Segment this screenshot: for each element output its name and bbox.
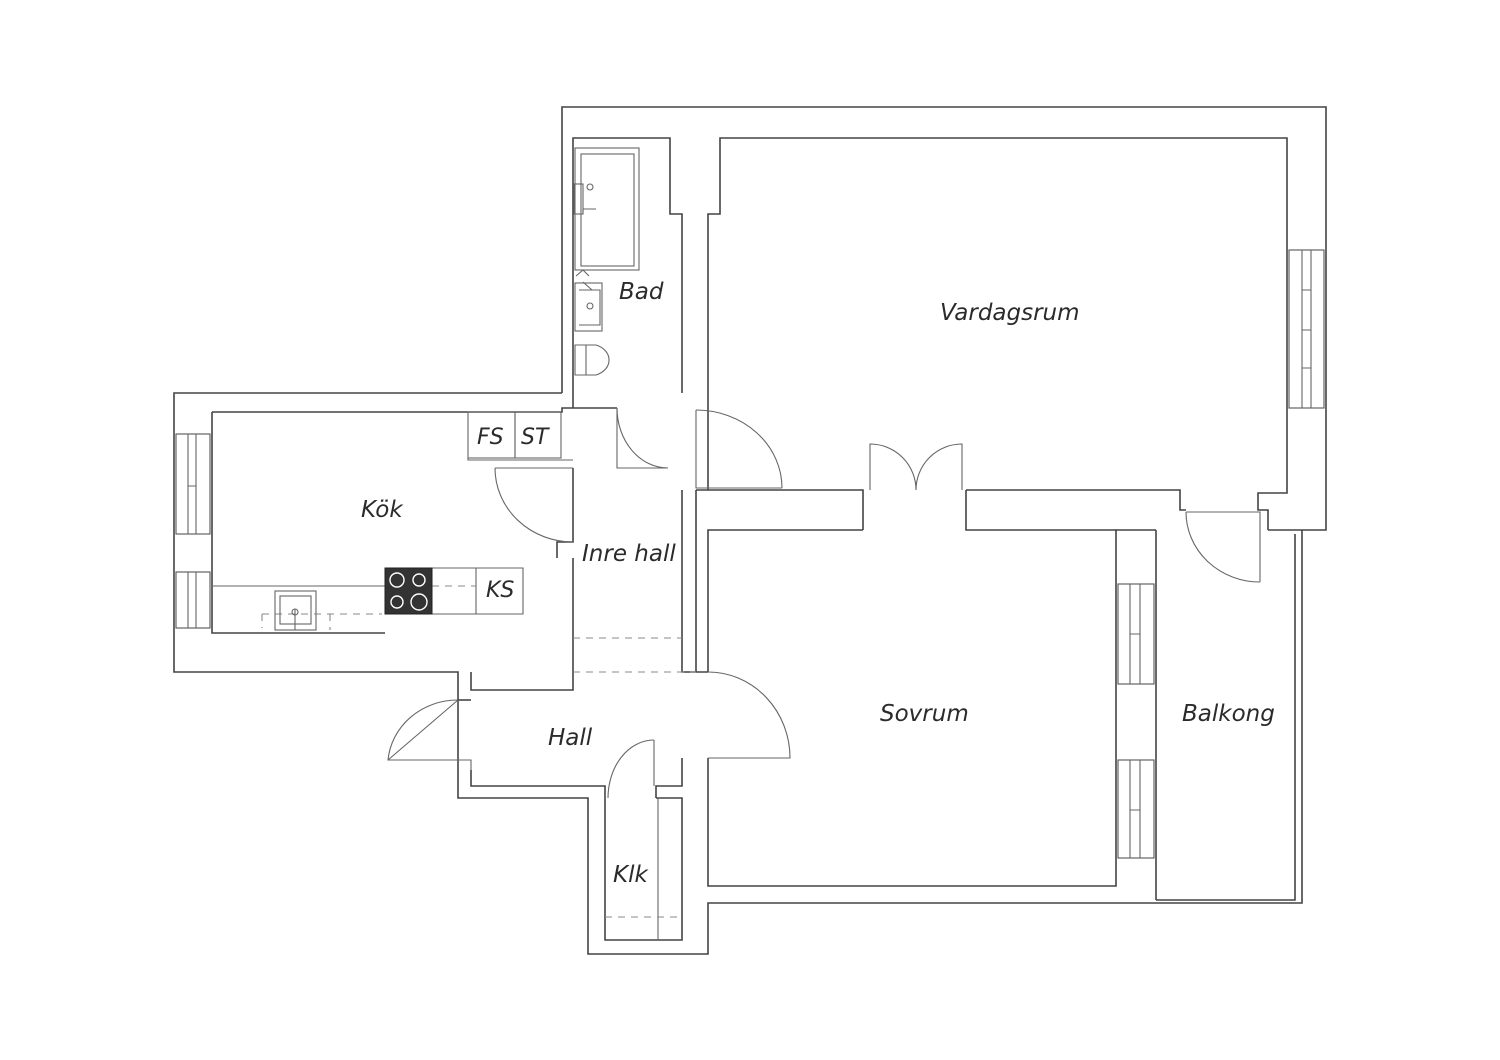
toilet <box>574 344 610 376</box>
outer-walls <box>173 106 1327 955</box>
kitchen-fixtures <box>212 411 573 631</box>
windows <box>175 249 1325 859</box>
freezer-box <box>514 411 562 459</box>
room-label-balkong: Balkong <box>1182 701 1275 727</box>
bathroom-fixtures <box>573 147 640 376</box>
fixture-label-fs: FS <box>477 425 504 450</box>
room-label-inre-hall: Inre hall <box>582 541 676 567</box>
inner-walls <box>211 137 1296 941</box>
fixture-label-st: ST <box>521 425 550 450</box>
doors <box>387 407 1261 799</box>
washbasin <box>574 282 603 332</box>
room-label-hall: Hall <box>548 725 593 751</box>
fixture-label-ks: KS <box>486 578 514 603</box>
room-label-vardagsrum: Vardagsrum <box>940 300 1080 326</box>
room-label-klk: Klk <box>613 862 649 888</box>
room-labels: Bad Vardagsrum Kök Inre hall Sovrum Balk… <box>361 279 1275 888</box>
room-label-kok: Kök <box>361 497 404 523</box>
room-label-sovrum: Sovrum <box>880 701 969 727</box>
room-label-bad: Bad <box>619 279 664 305</box>
bathtub <box>574 147 640 271</box>
